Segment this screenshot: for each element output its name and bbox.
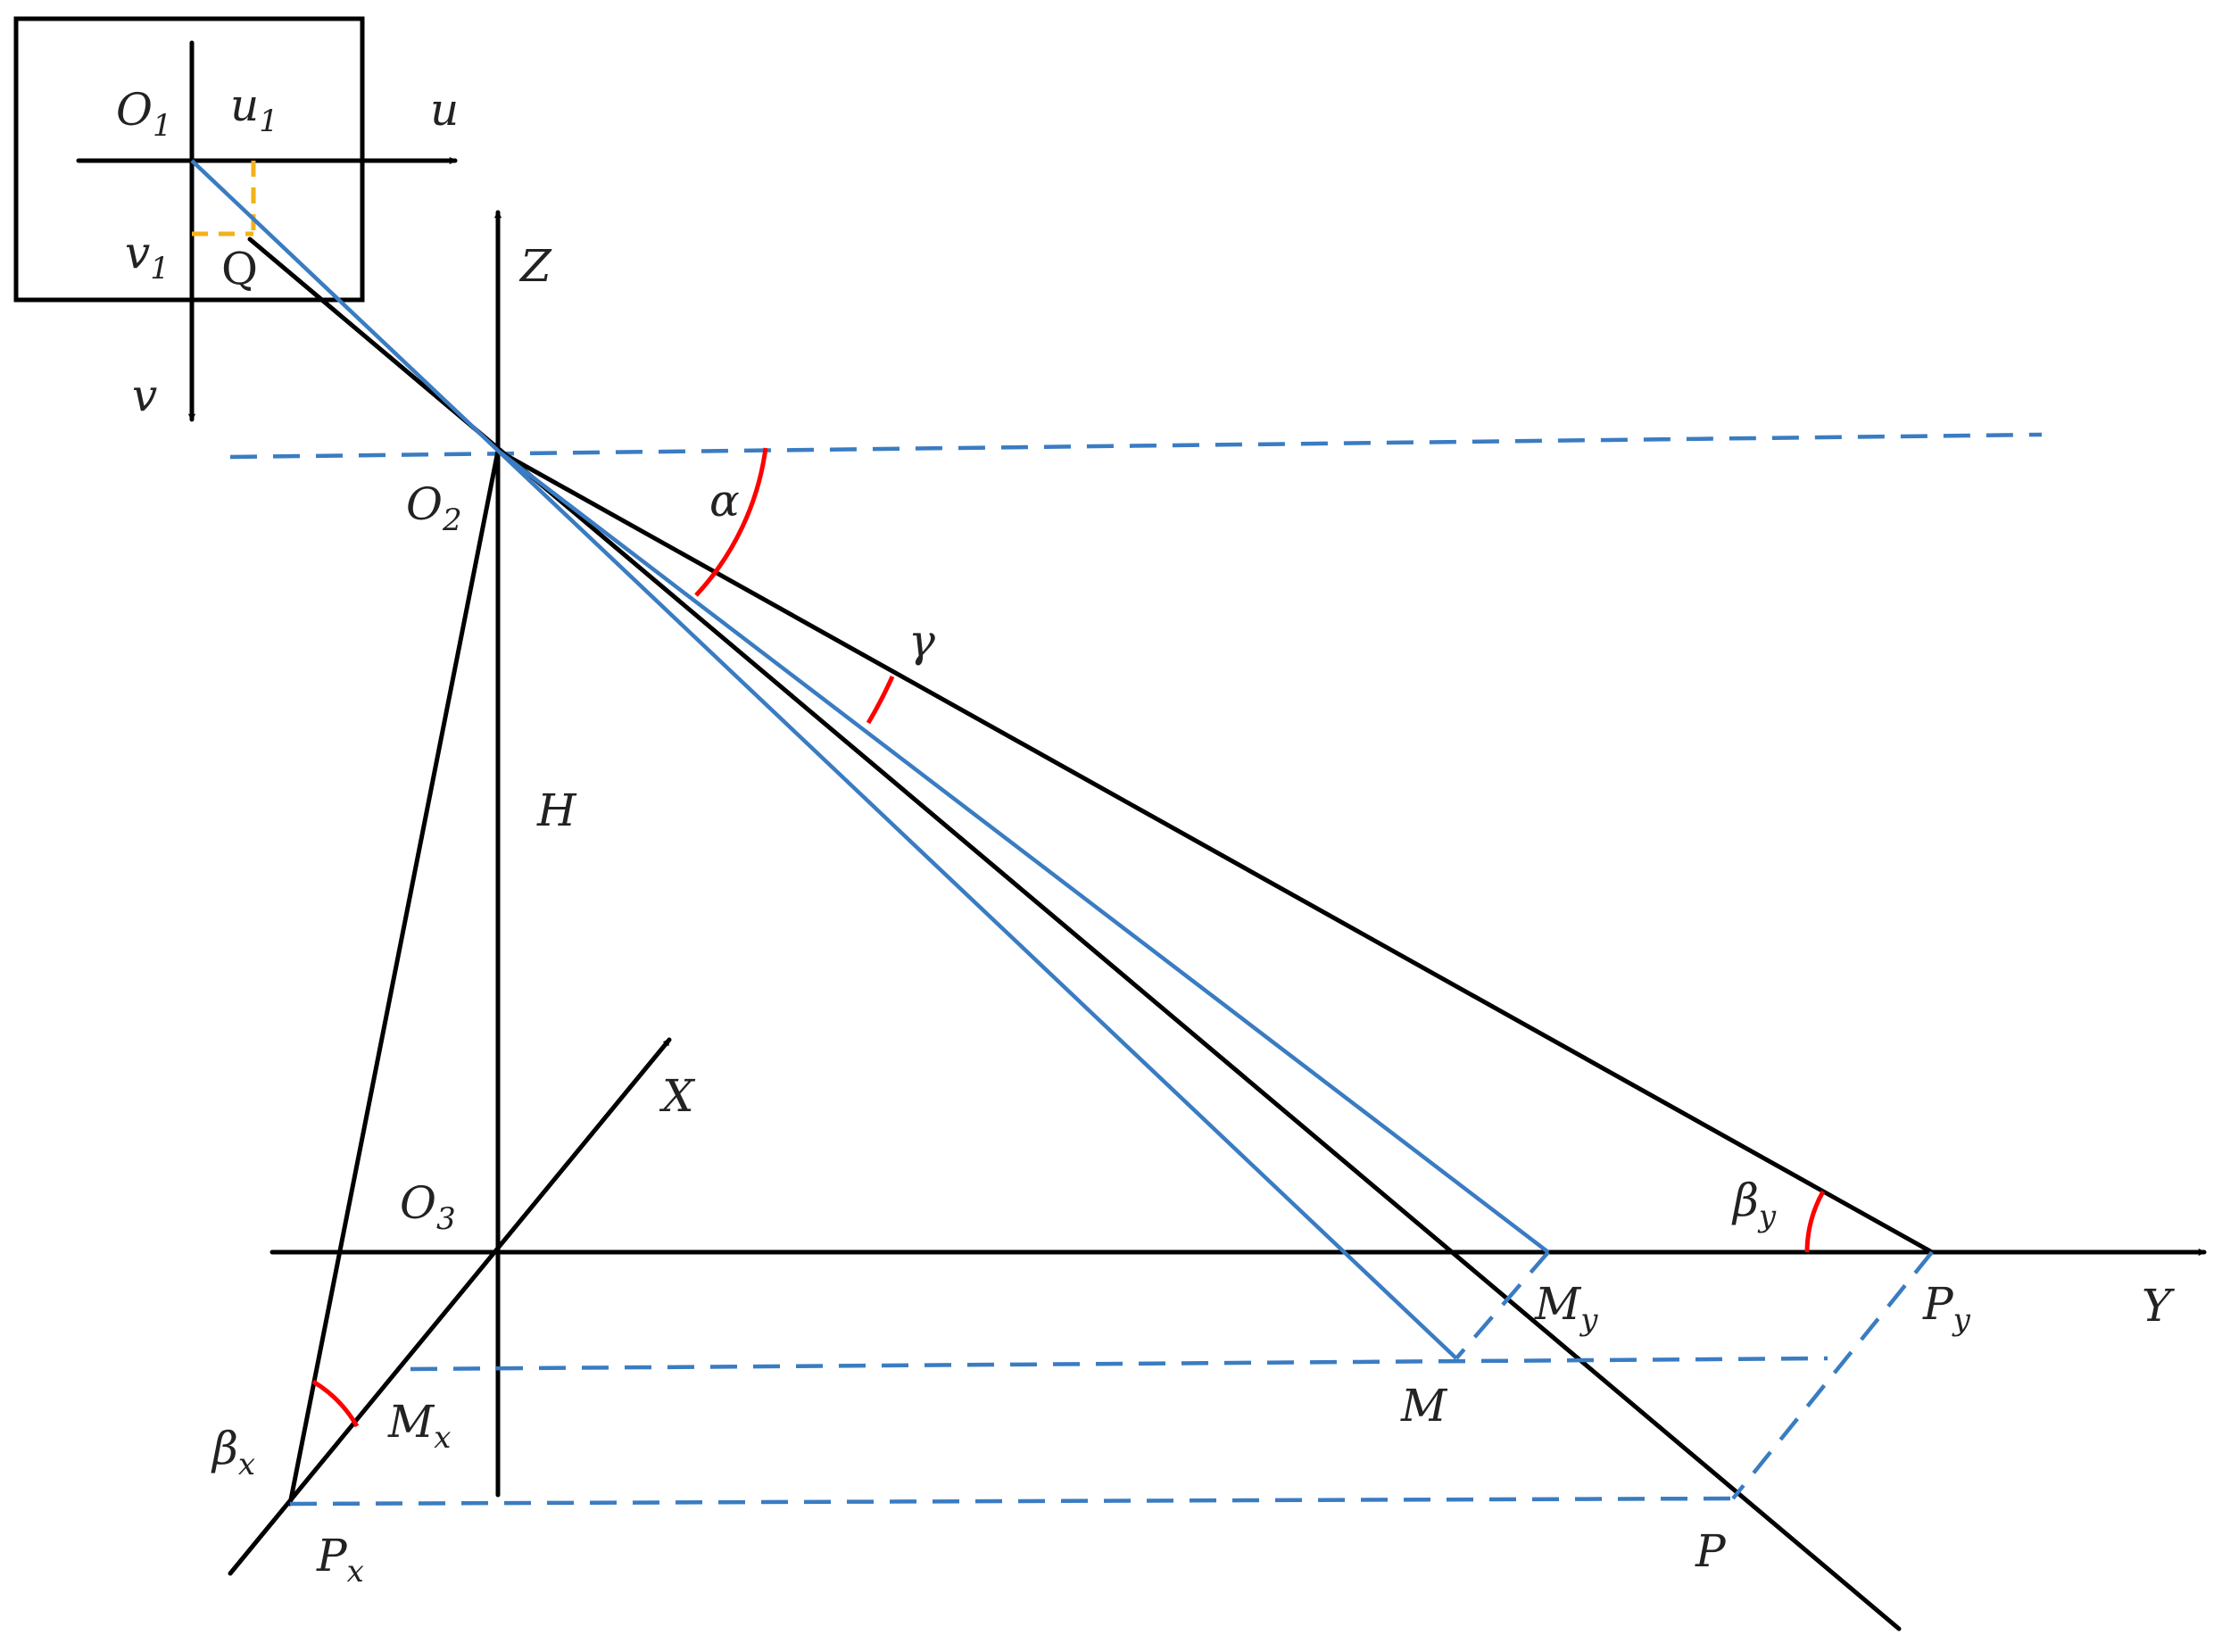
label-p: P (1695, 1525, 1727, 1577)
x-axis (228, 1037, 672, 1576)
label-h: H (536, 784, 577, 836)
label-gamma: γ (908, 615, 935, 667)
line-o2-py (495, 448, 1935, 1255)
label-u: u (430, 84, 459, 136)
label-beta-x: βx (211, 1423, 255, 1482)
beta-x-angle-arc (311, 1379, 360, 1428)
alpha-angle-arc (694, 447, 768, 597)
beta-y-angle-arc (1804, 1190, 1826, 1253)
label-p-x: Px (316, 1530, 364, 1590)
gamma-angle-arc (866, 675, 895, 725)
optical-center-horizontal-dashed-line (229, 432, 2043, 460)
dashed-my-to-m (1455, 1250, 1550, 1360)
label-m-y: My (1534, 1278, 1598, 1338)
label-o3: O3 (400, 1177, 456, 1237)
label-alpha: α (709, 475, 740, 527)
label-x: X (659, 1070, 696, 1122)
dashed-mx-to-m (410, 1356, 1828, 1372)
dashed-px-to-p (289, 1496, 1734, 1507)
label-m-x: Mx (387, 1396, 451, 1456)
label-o2: O2 (406, 478, 462, 538)
label-p-y: Py (1922, 1278, 1971, 1338)
label-q: Q (221, 243, 258, 295)
dashed-py-to-p (1731, 1250, 1934, 1500)
line-o2-my (496, 449, 1550, 1254)
label-z: Z (518, 240, 552, 292)
ray-o1-to-m (190, 159, 1458, 1360)
label-u1: u1 (230, 79, 278, 139)
label-v: v (132, 369, 157, 421)
label-o1: O1 (116, 84, 172, 144)
label-beta-y: βy (1731, 1175, 1777, 1234)
label-v1: v1 (125, 227, 170, 286)
line-o2-px (287, 448, 501, 1507)
label-y: Y (2142, 1280, 2175, 1332)
label-m: M (1400, 1380, 1448, 1432)
